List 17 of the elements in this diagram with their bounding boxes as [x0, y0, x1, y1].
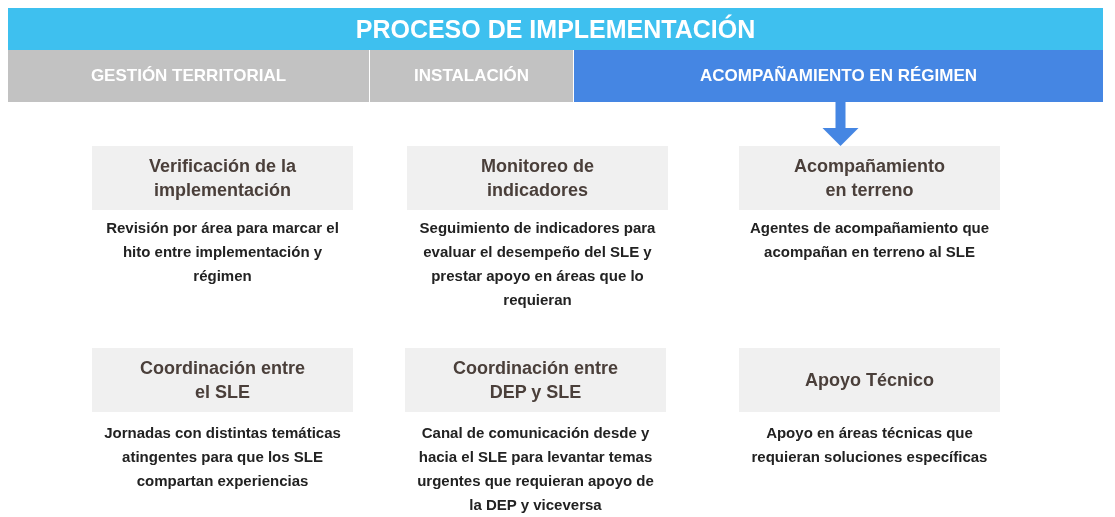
- heading-box: Coordinación entre el SLE: [92, 348, 353, 412]
- heading-box: Coordinación entre DEP y SLE: [405, 348, 666, 412]
- description-text: Apoyo en áreas técnicas que requieran soluciones específicas: [750, 423, 989, 467]
- description-text: Revisión por área para marcar el hito entre implementación y régimen: [105, 218, 340, 286]
- phase-tab: GESTIÓN TERRITORIAL: [8, 50, 369, 102]
- phase-tab: INSTALACIÓN: [370, 50, 573, 102]
- description-text: Canal de comunicación desde y hacia el SLE para levantar temas urgentes que requieran apoyo de la DEP y viceversa: [416, 423, 655, 515]
- block-arrow: [822, 102, 859, 146]
- description-text: Jornadas con distintas temáticas atingentes para que los SLE compartan experiencias: [103, 423, 342, 491]
- heading-box: Apoyo Técnico: [739, 348, 1000, 412]
- phase-tab: ACOMPAÑAMIENTO EN RÉGIMEN: [574, 50, 1103, 102]
- description-text: Seguimiento de indicadores para evaluar el desempeño del SLE y prestar apoyo en áreas que lo requieran: [418, 218, 657, 310]
- description-text: Agentes de acompañamiento que acompañan en terreno al SLE: [748, 218, 991, 262]
- heading-box: Monitoreo de indicadores: [407, 146, 668, 210]
- title-banner: PROCESO DE IMPLEMENTACIÓN: [8, 8, 1103, 50]
- heading-box: Verificación de la implementación: [92, 146, 353, 210]
- heading-box: Acompañamiento en terreno: [739, 146, 1000, 210]
